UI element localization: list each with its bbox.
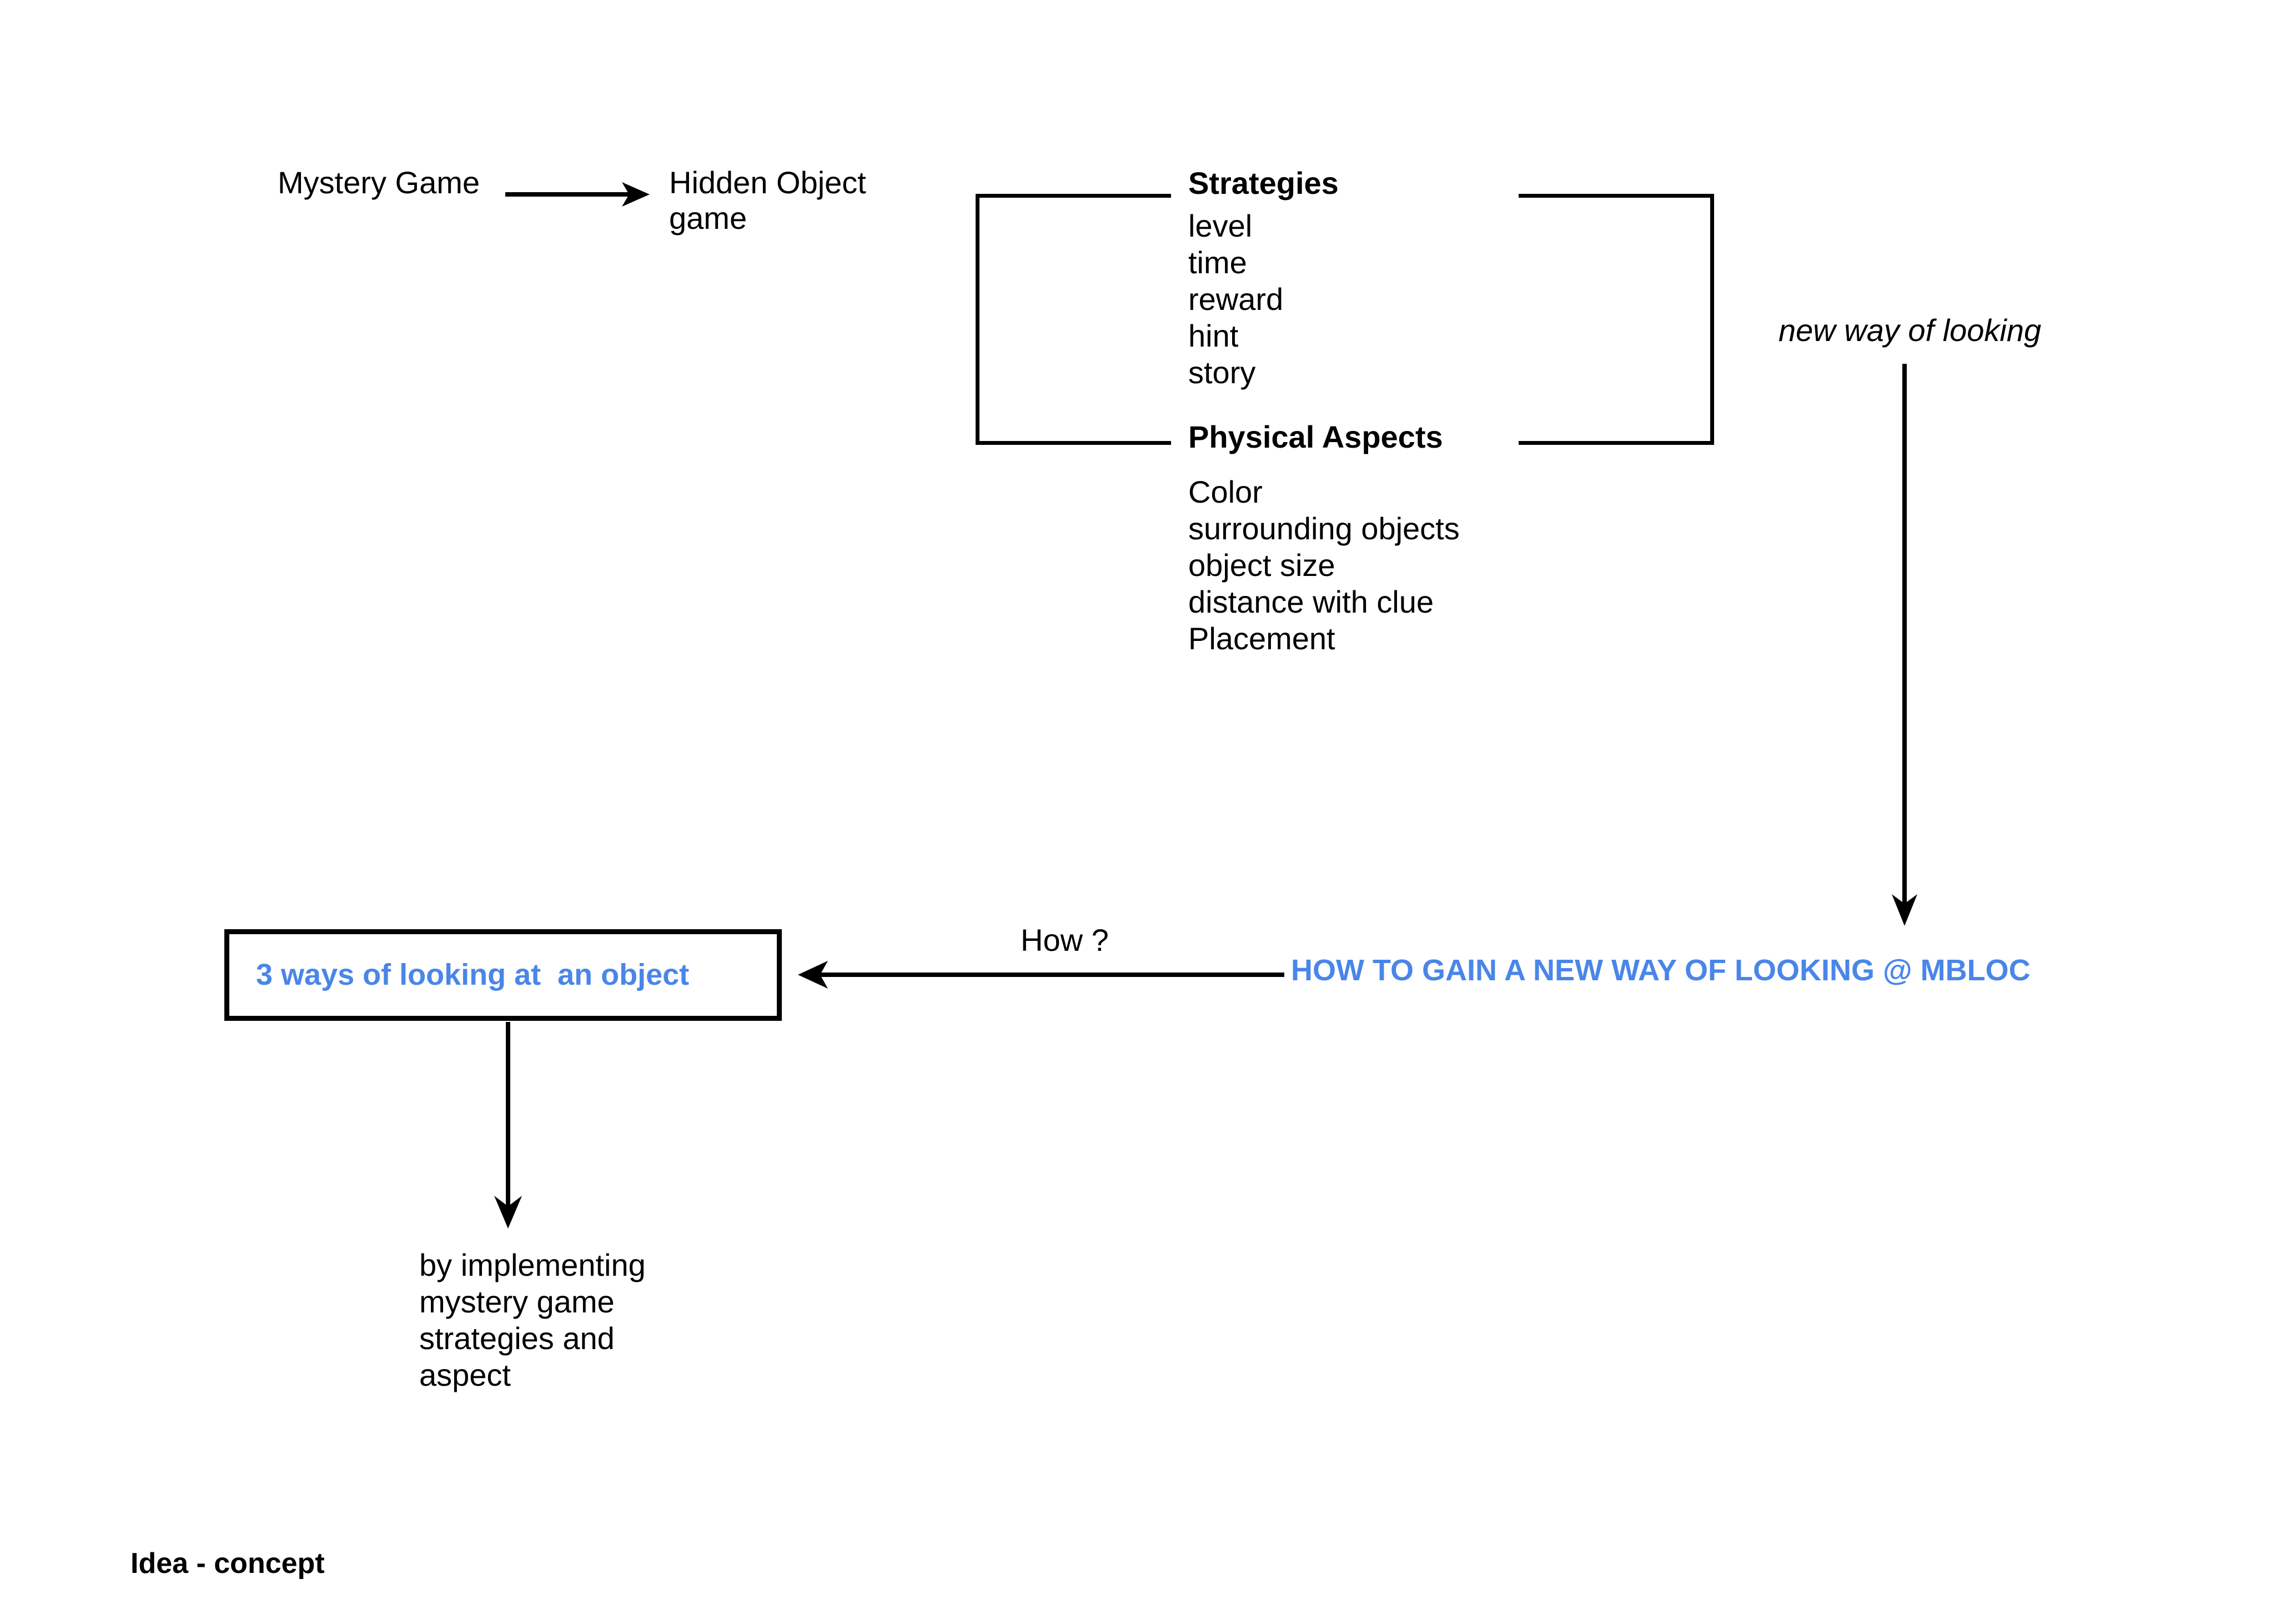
strategies-item-story: story xyxy=(1188,355,1256,390)
right-bracket-spine xyxy=(1710,194,1714,445)
strategies-list: level time reward hint story xyxy=(1188,208,1283,391)
right-bracket-top-arm xyxy=(1519,194,1714,198)
new-way-of-looking-label: new way of looking xyxy=(1778,313,2042,348)
strategies-item-reward: reward xyxy=(1188,282,1284,317)
strategies-item-time: time xyxy=(1188,245,1247,280)
physical-aspects-item-distance-with-clue: distance with clue xyxy=(1188,584,1434,620)
method-line-4: aspect xyxy=(419,1357,511,1393)
new-way-of-looking-down-arrow xyxy=(1892,364,1917,926)
mystery-to-hidden-object-arrow xyxy=(505,182,650,207)
left-bracket-top-arm xyxy=(976,194,1171,198)
how-question-label: How ? xyxy=(1021,923,1109,958)
method-line-2: mystery game xyxy=(419,1284,615,1320)
method-line-3: strategies and xyxy=(419,1321,615,1356)
footer-idea-concept-label: Idea - concept xyxy=(130,1547,325,1580)
method-text-block: by implementing mystery game strategies … xyxy=(419,1247,646,1394)
how-to-gain-goal-label: HOW TO GAIN A NEW WAY OF LOOKING @ MBLOC xyxy=(1291,954,2031,987)
right-bracket-bottom-arm xyxy=(1519,441,1714,445)
physical-aspects-heading: Physical Aspects xyxy=(1188,419,1443,454)
three-ways-of-looking-box[interactable]: 3 ways of looking at an object xyxy=(224,929,782,1021)
physical-aspects-item-surrounding-objects: surrounding objects xyxy=(1188,511,1460,547)
left-bracket-spine xyxy=(976,194,979,445)
three-ways-of-looking-label: 3 ways of looking at an object xyxy=(256,958,690,991)
physical-aspects-item-placement: Placement xyxy=(1188,621,1335,656)
physical-aspects-item-color: Color xyxy=(1188,474,1263,509)
strategies-item-level: level xyxy=(1188,208,1253,243)
hidden-object-game-label-line2: game xyxy=(669,201,747,235)
strategies-heading: Strategies xyxy=(1188,166,1339,201)
goal-to-three-ways-arrow xyxy=(798,961,1284,989)
method-line-1: by implementing xyxy=(419,1247,646,1282)
left-bracket-bottom-arm xyxy=(976,441,1171,445)
mystery-game-label: Mystery Game xyxy=(278,165,480,200)
hidden-object-game-label-line1: Hidden Object xyxy=(669,165,866,200)
three-ways-to-method-arrow xyxy=(494,1022,522,1229)
physical-aspects-item-object-size: object size xyxy=(1188,548,1335,583)
physical-aspects-list: Color surrounding objects object size di… xyxy=(1188,474,1460,657)
strategies-item-hint: hint xyxy=(1188,318,1239,354)
